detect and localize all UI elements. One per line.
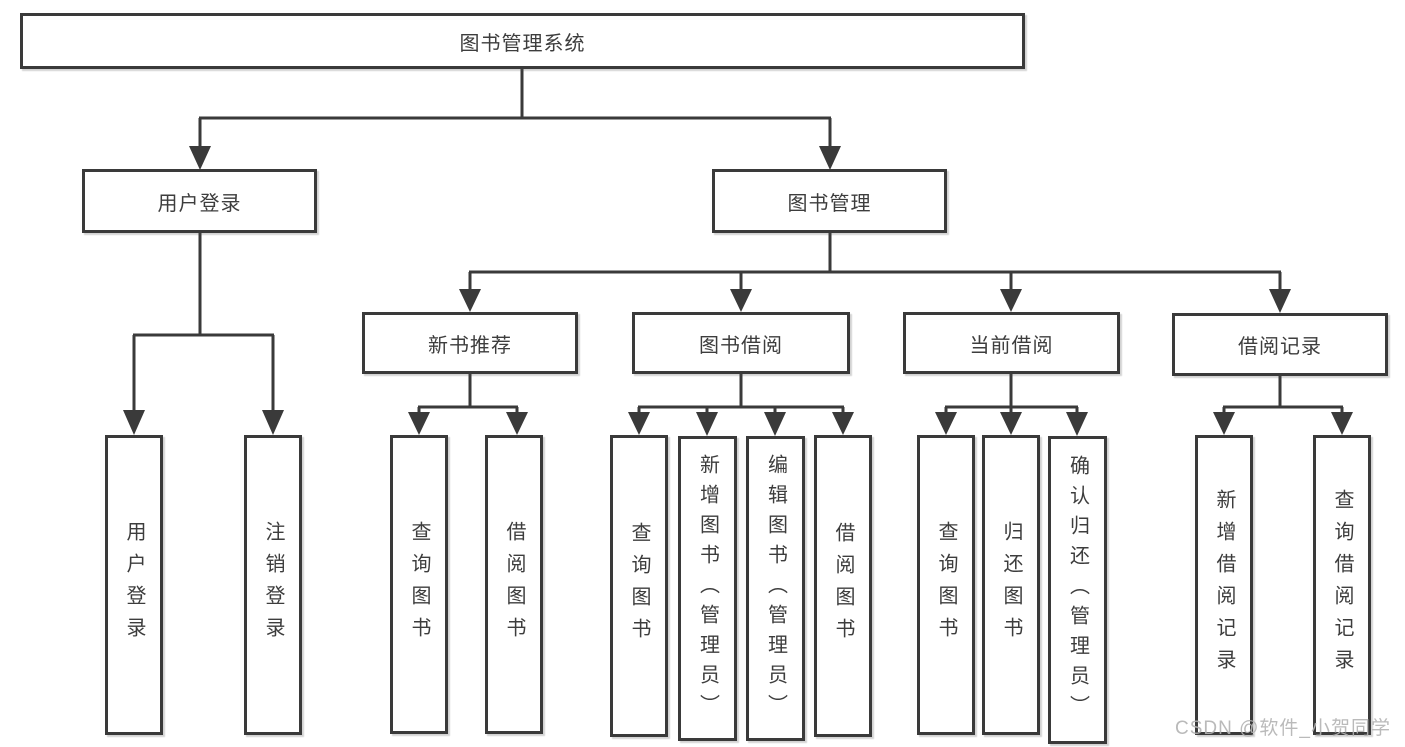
leaf-br-add-record-label: 新增借阅记录 xyxy=(1213,489,1235,681)
node-root-label: 图书管理系统 xyxy=(459,32,586,55)
leaf-user-login-label: 用户登录 xyxy=(123,521,145,649)
leaf-cb-confirm-return-admin: 确认归还（管理员） xyxy=(1048,436,1107,744)
node-current-borrowing: 当前借阅 xyxy=(903,312,1120,374)
node-book-management: 图书管理 xyxy=(712,169,947,233)
leaf-cb-query-books-label: 查询图书 xyxy=(935,521,957,649)
leaf-logout-label: 注销登录 xyxy=(262,521,284,649)
leaf-br-query-record: 查询借阅记录 xyxy=(1313,435,1371,735)
node-user-login: 用户登录 xyxy=(82,169,317,233)
node-book-borrowing-label: 图书借阅 xyxy=(699,334,783,357)
leaf-bb-query-books: 查询图书 xyxy=(610,435,668,737)
node-user-login-label: 用户登录 xyxy=(157,192,242,215)
leaf-bb-query-books-label: 查询图书 xyxy=(628,522,650,650)
node-borrow-records-label: 借阅记录 xyxy=(1238,336,1322,358)
node-book-management-label: 图书管理 xyxy=(787,192,872,215)
leaf-cb-return-books-label: 归还图书 xyxy=(1000,521,1022,649)
leaf-bb-edit-book-admin-label: 编辑图书（管理员） xyxy=(764,453,787,724)
leaf-cb-query-books: 查询图书 xyxy=(917,435,975,735)
node-new-book-recommend: 新书推荐 xyxy=(362,312,578,374)
leaf-br-add-record: 新增借阅记录 xyxy=(1195,435,1253,735)
node-book-borrowing: 图书借阅 xyxy=(632,312,850,374)
leaf-nbr-query-books-label: 查询图书 xyxy=(408,520,430,649)
leaf-nbr-borrow-books: 借阅图书 xyxy=(485,435,543,734)
leaf-bb-add-book-admin-label: 新增图书（管理员） xyxy=(696,453,719,724)
leaf-nbr-query-books: 查询图书 xyxy=(390,435,448,734)
leaf-cb-return-books: 归还图书 xyxy=(982,435,1040,735)
leaf-bb-borrow-books: 借阅图书 xyxy=(814,435,872,737)
node-borrow-records: 借阅记录 xyxy=(1172,313,1388,376)
leaf-bb-edit-book-admin: 编辑图书（管理员） xyxy=(746,436,805,741)
leaf-bb-add-book-admin: 新增图书（管理员） xyxy=(678,436,737,741)
leaf-br-query-record-label: 查询借阅记录 xyxy=(1331,489,1353,681)
leaf-bb-borrow-books-label: 借阅图书 xyxy=(832,522,854,650)
node-current-borrowing-label: 当前借阅 xyxy=(969,334,1054,357)
node-new-book-recommend-label: 新书推荐 xyxy=(428,334,512,357)
leaf-logout: 注销登录 xyxy=(244,435,302,735)
csdn-watermark: CSDN @软件_小贺同学 xyxy=(1175,718,1391,739)
leaf-cb-confirm-return-admin-label: 确认归还（管理员） xyxy=(1066,455,1089,725)
leaf-nbr-borrow-books-label: 借阅图书 xyxy=(503,520,525,649)
node-root: 图书管理系统 xyxy=(20,13,1025,69)
leaf-user-login: 用户登录 xyxy=(105,435,163,735)
